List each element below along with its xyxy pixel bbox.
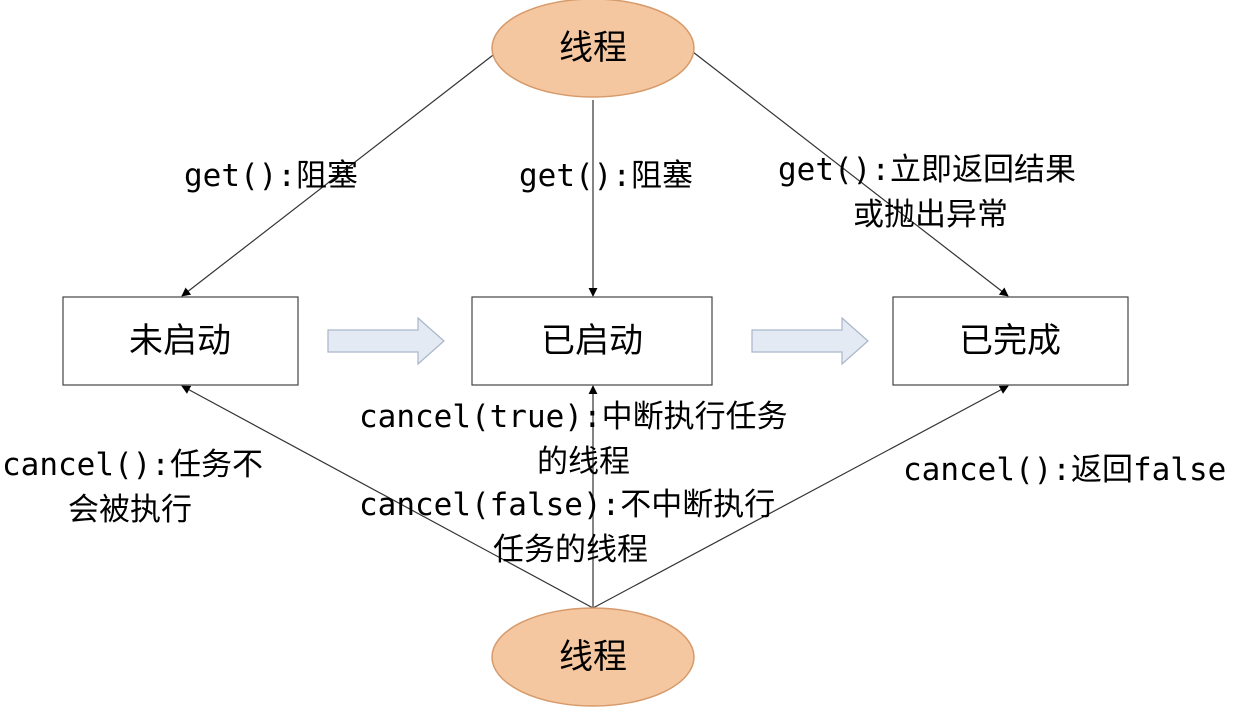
cancel-completed-label: cancel():返回false (903, 452, 1226, 488)
cancel-false-label-line1: cancel(false):不中断执行 (359, 487, 775, 523)
state-box-started (471, 296, 713, 386)
cancel-not-started-label-line1: cancel():任务不 (2, 447, 263, 483)
state-started-label: 已启动 (541, 321, 643, 361)
cancel-not-started-label-line2: 会被执行 (68, 492, 192, 528)
get-completed-label-line2: 或抛出异常 (853, 197, 1008, 233)
edge-bottom-to-completed (592, 385, 1009, 609)
cancel-false-label-line2: 任务的线程 (493, 532, 648, 568)
get-completed-label-line1: get():立即返回结果 (778, 152, 1076, 188)
state-box-not-started (62, 296, 299, 386)
edge-top-to-not-started (181, 51, 498, 297)
thread-node-top (491, 0, 695, 98)
transition-arrow-1 (327, 316, 445, 366)
edge-bottom-to-not-started (181, 385, 594, 609)
cancel-true-label-line2: 的线程 (537, 444, 630, 480)
thread-bottom-label: 线程 (559, 637, 627, 677)
thread-top-label: 线程 (559, 28, 627, 68)
cancel-true-label-line1: cancel(true):中断执行任务 (359, 399, 788, 435)
state-not-started-label: 未启动 (129, 321, 231, 361)
get-not-started-label: get():阻塞 (184, 158, 358, 194)
state-completed-label: 已完成 (959, 321, 1061, 361)
state-box-completed (892, 296, 1129, 386)
transition-arrow-2 (751, 316, 869, 366)
thread-node-bottom (491, 607, 695, 707)
edge-top-to-completed (692, 51, 1009, 297)
get-started-label: get():阻塞 (519, 158, 693, 194)
